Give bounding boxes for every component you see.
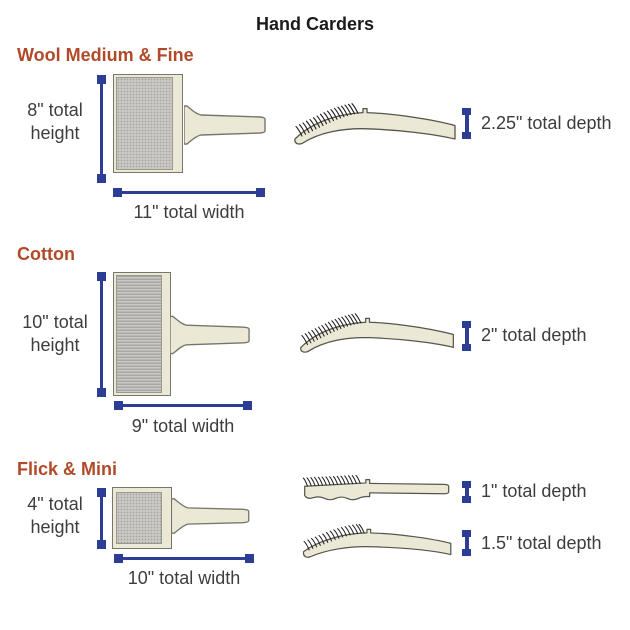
- depth-stem: [464, 537, 469, 549]
- carder-side-profile-flat: [302, 474, 450, 501]
- depth-label: 1.5" total depth: [481, 533, 602, 553]
- depth-cap: [462, 108, 471, 115]
- page-title: Hand Carders: [255, 14, 375, 34]
- carding-pad: [116, 77, 173, 170]
- width-label: 11" total width: [133, 202, 245, 222]
- depth-stem: [464, 328, 469, 344]
- height-label: 10" total height: [22, 312, 88, 355]
- carder-head: [113, 74, 183, 173]
- carder-handle: [170, 315, 250, 355]
- depth-label: 2.25" total depth: [481, 113, 612, 133]
- carding-teeth: [301, 313, 362, 346]
- height-label: 8" total height: [27, 100, 83, 143]
- dim-line: [122, 191, 256, 194]
- dim-line: [100, 84, 103, 174]
- height-dimension-line: [97, 75, 106, 183]
- depth-cap: [462, 132, 471, 139]
- carder-head: [112, 487, 172, 549]
- depth-indicator: [462, 530, 471, 556]
- depth-stem: [464, 488, 469, 496]
- width-label: 10" total width: [127, 568, 241, 588]
- carder-head: [113, 272, 171, 396]
- width-dimension-line: [114, 554, 254, 563]
- depth-label: 2" total depth: [481, 325, 587, 345]
- depth-indicator: [462, 108, 471, 139]
- dim-endpoint: [97, 488, 106, 497]
- width-label: 9" total width: [131, 416, 235, 436]
- depth-indicator: [462, 321, 471, 351]
- carding-pad: [116, 275, 162, 393]
- carding-teeth: [303, 523, 365, 551]
- width-dimension-line: [114, 401, 252, 410]
- dim-endpoint: [245, 554, 254, 563]
- section-heading-flick: Flick & Mini: [17, 459, 118, 479]
- dim-endpoint: [97, 540, 106, 549]
- carder-side-profile-curved: [300, 313, 454, 353]
- dim-endpoint: [256, 188, 265, 197]
- dim-endpoint: [243, 401, 252, 410]
- depth-cap: [462, 344, 471, 351]
- carder-side-profile-curved: [294, 103, 456, 145]
- height-dimension-line: [97, 272, 106, 397]
- dim-endpoint: [97, 174, 106, 183]
- dim-endpoint: [114, 554, 123, 563]
- dim-line: [100, 497, 103, 540]
- dim-endpoint: [113, 188, 122, 197]
- height-label: 4" total height: [27, 494, 83, 537]
- depth-cap: [462, 530, 471, 537]
- dim-endpoint: [97, 388, 106, 397]
- section-heading-wool: Wool Medium & Fine: [17, 45, 194, 65]
- section-heading-cotton: Cotton: [17, 244, 75, 264]
- carder-handle: [171, 498, 250, 534]
- carding-pad: [116, 492, 162, 544]
- carder-handle: [184, 105, 266, 145]
- depth-label: 1" total depth: [481, 481, 587, 501]
- width-dimension-line: [113, 188, 265, 197]
- dim-endpoint: [97, 272, 106, 281]
- depth-indicator: [462, 481, 471, 503]
- depth-cap: [462, 321, 471, 328]
- depth-cap: [462, 481, 471, 488]
- height-dimension-line: [97, 488, 106, 549]
- carding-teeth: [302, 474, 361, 487]
- depth-cap: [462, 496, 471, 503]
- depth-cap: [462, 549, 471, 556]
- dim-endpoint: [97, 75, 106, 84]
- dim-line: [123, 404, 243, 407]
- depth-stem: [464, 115, 469, 132]
- dim-endpoint: [114, 401, 123, 410]
- dim-line: [100, 281, 103, 388]
- carder-side-profile-curved-small: [302, 523, 452, 558]
- dim-line: [123, 557, 245, 560]
- carding-teeth: [295, 103, 359, 137]
